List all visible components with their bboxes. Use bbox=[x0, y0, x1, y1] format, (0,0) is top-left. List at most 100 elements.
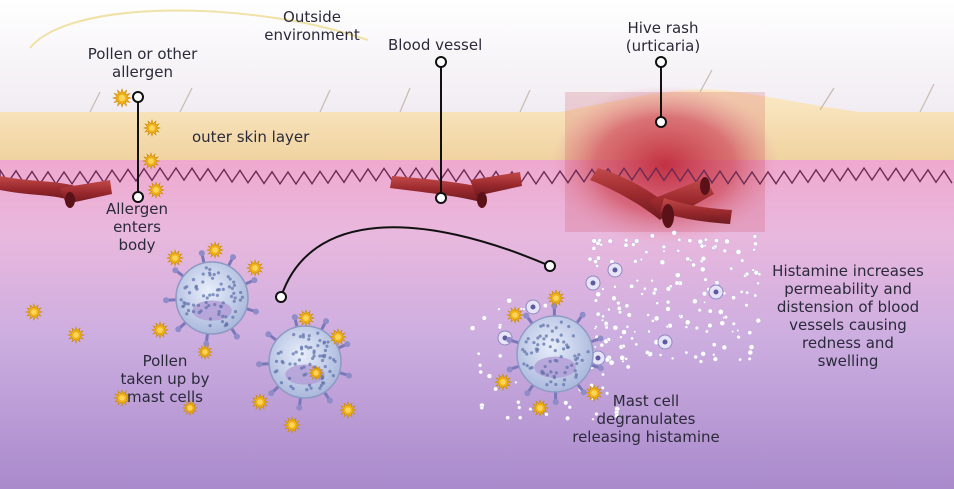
histamine-granule-icon bbox=[639, 257, 643, 261]
histamine-granule-icon bbox=[614, 413, 620, 419]
callout-dot bbox=[655, 116, 667, 128]
histamine-granule-icon bbox=[618, 310, 623, 315]
histamine-granule-icon bbox=[755, 318, 761, 324]
histamine-granule-icon bbox=[593, 259, 598, 264]
histamine-granule-icon bbox=[712, 356, 718, 362]
histamine-granule-icon bbox=[735, 249, 742, 255]
histamine-granule-icon bbox=[736, 335, 741, 340]
histamine-granule-icon bbox=[593, 326, 597, 330]
pollen-grains bbox=[24, 87, 604, 435]
histamine-granule-icon bbox=[708, 284, 724, 300]
histamine-granule-icon bbox=[644, 250, 649, 255]
histamine-granule-icon bbox=[603, 320, 609, 326]
histamine-granule-icon bbox=[626, 312, 632, 318]
histamine-granule-icon bbox=[476, 351, 481, 356]
histamine-granule-icon bbox=[744, 271, 750, 277]
histamine-granule-icon bbox=[608, 359, 615, 366]
histamine-granule-icon bbox=[591, 238, 597, 244]
pollen-grain-icon bbox=[142, 118, 162, 138]
pollen-grain-icon bbox=[250, 392, 270, 412]
pollen-grain-icon bbox=[112, 388, 132, 408]
pollen-grain-icon bbox=[150, 320, 170, 340]
histamine-granule-icon bbox=[698, 359, 703, 364]
histamine-granule-icon bbox=[519, 307, 523, 311]
histamine-granule-icon bbox=[565, 415, 570, 421]
histamine-granule-icon bbox=[621, 329, 627, 335]
histamine-granule-icon bbox=[731, 330, 734, 333]
pollen-grain-icon bbox=[530, 398, 550, 418]
histamine-granule-icon bbox=[595, 311, 601, 317]
callout-dot bbox=[544, 260, 556, 272]
histamine-granule-icon bbox=[747, 349, 753, 356]
histamine-granule-icon bbox=[601, 314, 605, 319]
histamine-granule-icon bbox=[498, 353, 503, 359]
histamine-granule-icon bbox=[516, 400, 521, 405]
histamine-granule-icon bbox=[525, 299, 541, 315]
pollen-grain-icon bbox=[111, 87, 133, 109]
pollen-grain-icon bbox=[66, 325, 86, 345]
blood-vessel-icon bbox=[0, 176, 112, 208]
histamine-granule-icon bbox=[612, 325, 619, 331]
histamine-granule-icon bbox=[676, 248, 681, 253]
histamine-granule-icon bbox=[493, 386, 498, 392]
histamine-granule-icon bbox=[665, 306, 671, 312]
histamine-granule-icon bbox=[634, 238, 640, 244]
histamine-granule-icon bbox=[658, 353, 663, 357]
histamine-granule-icon bbox=[563, 400, 569, 406]
skin-hairs bbox=[89, 69, 935, 113]
histamine-granule-icon bbox=[486, 373, 493, 379]
histamine-granule-icon bbox=[757, 272, 762, 277]
histamine-granule-icon bbox=[633, 259, 638, 264]
pollen-grain-icon bbox=[24, 302, 44, 322]
histamine-granule-icon bbox=[697, 238, 704, 245]
histamine-granule-icon bbox=[631, 242, 636, 247]
histamine-granule-icon bbox=[593, 298, 598, 303]
histamine-granule-icon bbox=[594, 412, 599, 417]
histamine-granule-icon bbox=[481, 315, 487, 321]
histamine-granule-icon bbox=[756, 281, 760, 285]
histamine-granule-icon bbox=[707, 308, 713, 314]
histamine-granule-icon bbox=[607, 262, 623, 278]
histamine-granule-icon bbox=[675, 272, 681, 279]
histamine-granule-icon bbox=[542, 303, 548, 308]
histamine-granule-icon bbox=[689, 258, 693, 262]
histamine-granule-icon bbox=[595, 264, 599, 268]
histamine-granule-icon bbox=[528, 407, 533, 411]
histamine-granule-icon bbox=[744, 303, 749, 308]
histamine-granule-icon bbox=[606, 337, 611, 342]
wind-swirl bbox=[29, 9, 369, 49]
histamine-granule-icon bbox=[649, 233, 655, 239]
histamine-granule-icon bbox=[738, 357, 742, 362]
callout-dot bbox=[435, 56, 447, 68]
histamine-granule-icon bbox=[651, 290, 657, 296]
histamine-granule-icon bbox=[506, 298, 512, 304]
histamine-granule-icon bbox=[736, 329, 740, 332]
histamine-granule-icon bbox=[469, 325, 476, 331]
histamine-granule-icon bbox=[619, 335, 623, 339]
histamine-granule-icon bbox=[753, 293, 758, 298]
histamine-granule-icon bbox=[650, 279, 654, 283]
histamine-granule-icon bbox=[655, 301, 659, 305]
pollen-grain-icon bbox=[493, 372, 513, 392]
histamine-granule-icon bbox=[624, 238, 629, 243]
outside-environment-area bbox=[0, 0, 954, 112]
histamine-granule-icon bbox=[722, 316, 726, 320]
histamine-granule-icon bbox=[740, 258, 745, 263]
histamine-granule-icon bbox=[600, 385, 605, 390]
histamine-granule-icon bbox=[752, 234, 758, 239]
histamine-granule-icon bbox=[607, 307, 611, 312]
pollen-grain-icon bbox=[338, 400, 358, 420]
histamine-granule-icon bbox=[623, 242, 629, 248]
pollen-grain-icon bbox=[307, 364, 325, 382]
histamine-granule-icon bbox=[593, 345, 597, 349]
histamine-granule-icon bbox=[591, 246, 597, 251]
histamine-granule-icon bbox=[670, 356, 675, 360]
histamine-granule-icon bbox=[599, 242, 603, 247]
histamine-granule-icon bbox=[659, 259, 666, 265]
histamine-granule-icon bbox=[479, 405, 484, 410]
histamine-granule-icon bbox=[601, 318, 605, 322]
histamine-granule-icon bbox=[624, 303, 630, 309]
